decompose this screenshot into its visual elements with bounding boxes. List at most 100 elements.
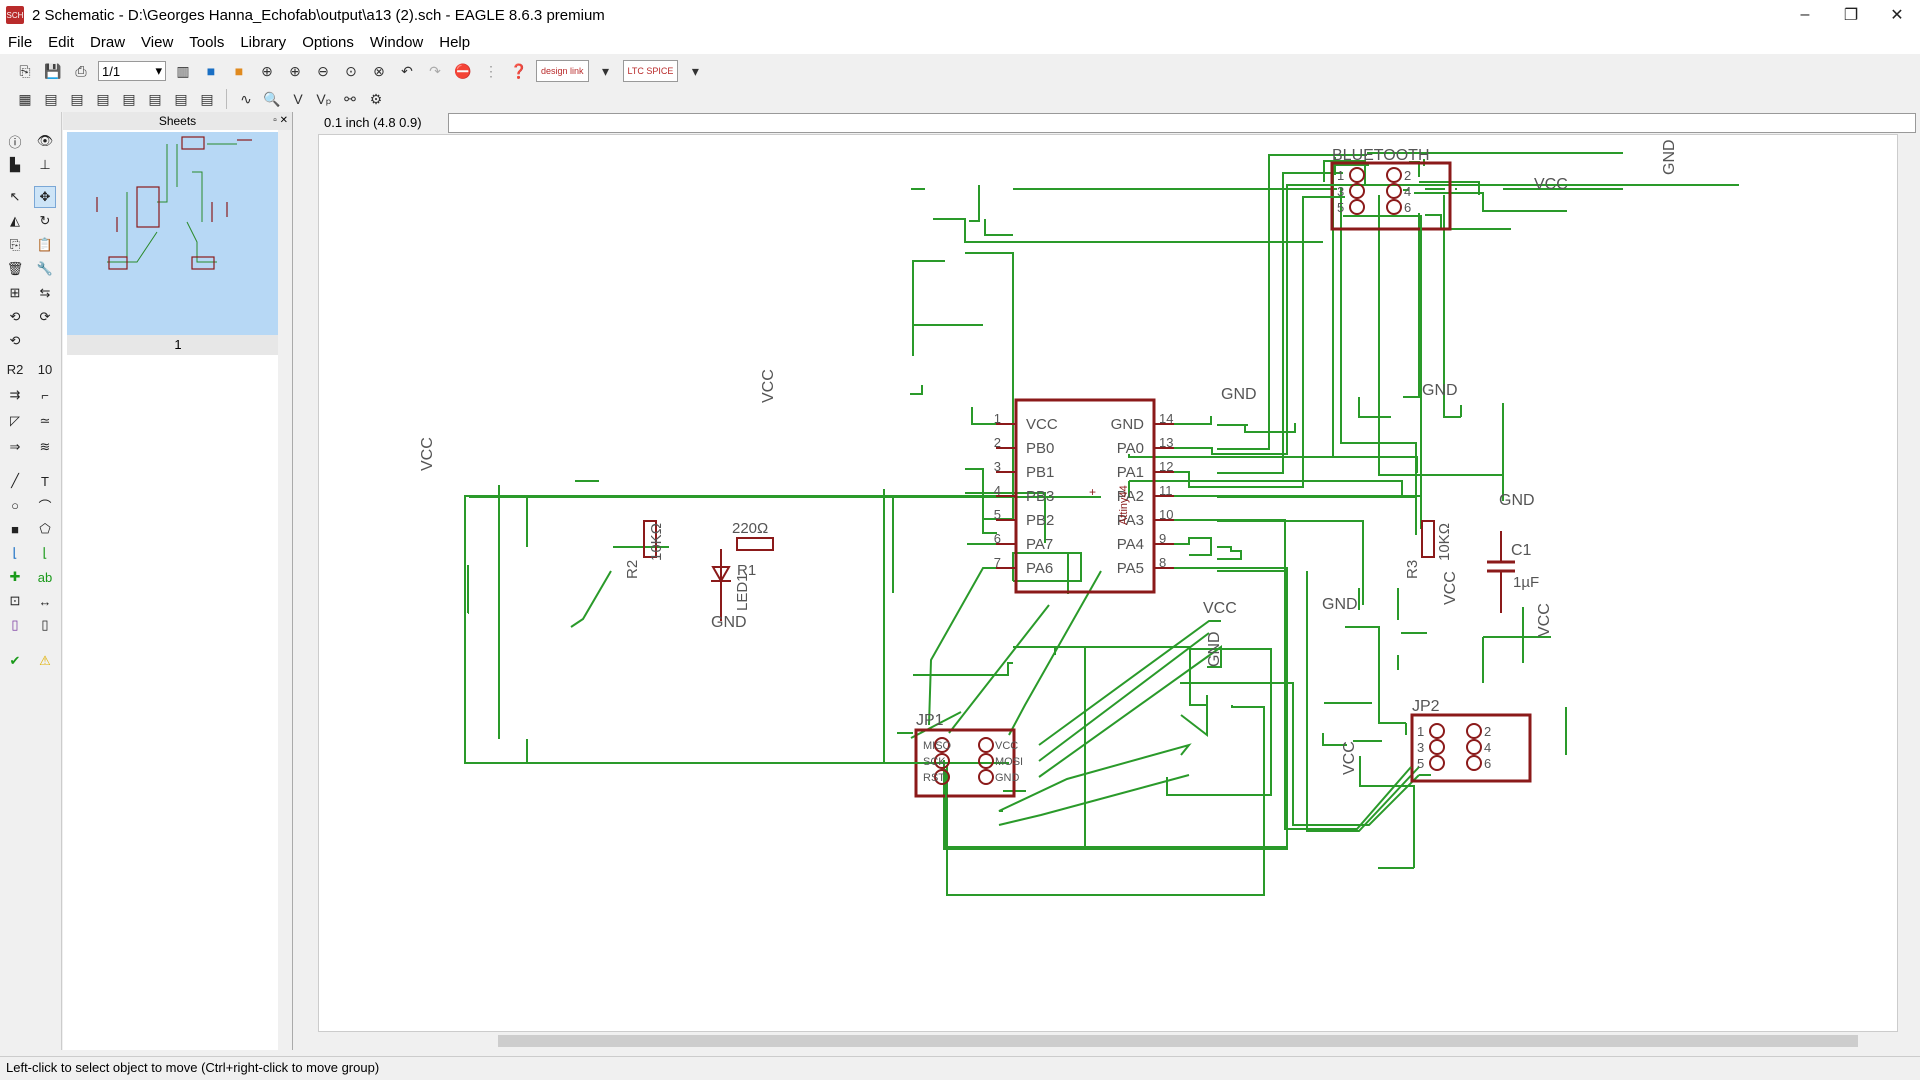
paste-icon[interactable]: 📋: [36, 237, 54, 252]
layer-icon-3[interactable]: ▤: [96, 90, 110, 107]
smash-icon[interactable]: ⇉: [9, 387, 21, 402]
info-icon[interactable]: ⓘ: [8, 134, 22, 150]
go-icon[interactable]: ⋮: [484, 62, 498, 79]
show-icon[interactable]: 👁: [36, 133, 54, 148]
zoom-in-icon[interactable]: ⊕: [289, 62, 301, 79]
stop-icon[interactable]: ⛔: [454, 62, 472, 79]
errors-icon[interactable]: ⚠: [39, 653, 51, 668]
help-icon[interactable]: ❓: [510, 62, 528, 79]
chip-pin-label: PA4: [1117, 536, 1144, 553]
menu-library[interactable]: Library: [240, 33, 287, 51]
mirror-icon[interactable]: ◭: [10, 213, 20, 228]
copy-icon[interactable]: ⎘: [9, 237, 21, 252]
junction-icon[interactable]: ✚: [9, 569, 21, 584]
pin-swap-icon[interactable]: ⟳: [39, 309, 51, 324]
bus-draw-icon[interactable]: ⌊: [12, 545, 18, 560]
settings-icon[interactable]: ⚙: [369, 90, 383, 107]
undo-icon[interactable]: ↶: [401, 62, 413, 79]
arc-icon[interactable]: ⌒: [38, 498, 52, 514]
ltspice-dropdown-icon[interactable]: ▾: [691, 62, 699, 79]
zoom-redraw-icon[interactable]: ⊙: [345, 62, 357, 79]
attribute-icon[interactable]: ⊡: [9, 593, 21, 608]
gate-swap-icon[interactable]: ⟲: [9, 309, 21, 324]
rect-icon[interactable]: ■: [11, 521, 19, 537]
circle-icon[interactable]: ○: [11, 497, 19, 513]
frame-icon[interactable]: ▯: [11, 617, 19, 632]
add-icon[interactable]: ⊞: [9, 285, 21, 300]
cam-icon[interactable]: ▥: [176, 62, 190, 79]
panel-pin-icon[interactable]: ▫ ✕: [273, 115, 288, 126]
ulp-icon[interactable]: ■: [234, 63, 244, 79]
menu-edit[interactable]: Edit: [48, 33, 75, 51]
name-icon[interactable]: R2: [6, 361, 24, 377]
sheet-number[interactable]: 1: [67, 335, 289, 355]
layer-icon-5[interactable]: ▤: [148, 90, 162, 107]
layer-icon-6[interactable]: ▤: [174, 90, 188, 107]
menu-window[interactable]: Window: [369, 33, 424, 51]
board-switch-icon[interactable]: ■: [206, 63, 216, 79]
layer-icon-1[interactable]: ▤: [44, 90, 58, 107]
layer-icon-4[interactable]: ▤: [122, 90, 136, 107]
layer-icon-7[interactable]: ▤: [200, 90, 214, 107]
value-icon[interactable]: V: [293, 91, 303, 107]
display-icon[interactable]: ▙: [10, 157, 20, 172]
zoom-select-icon[interactable]: ⊗: [373, 62, 385, 79]
optimize-icon[interactable]: ≃: [39, 413, 51, 428]
delete-icon[interactable]: 🗑: [6, 261, 24, 276]
dimension-icon[interactable]: ↔: [38, 593, 52, 609]
line-icon[interactable]: ╱: [11, 473, 19, 488]
value-param-icon[interactable]: Vₚ: [316, 90, 332, 107]
minimize-button[interactable]: –: [1800, 6, 1810, 23]
save-icon[interactable]: 💾: [44, 62, 62, 79]
move-icon[interactable]: ✥: [34, 186, 56, 208]
sheet-thumbnail[interactable]: [67, 132, 289, 335]
zoom-fit-icon[interactable]: ⊕: [261, 62, 273, 79]
search-icon[interactable]: 🔍: [263, 90, 281, 107]
designlink-dropdown-icon[interactable]: ▾: [602, 62, 610, 79]
polygon-icon[interactable]: ⬠: [39, 521, 51, 536]
net-icon[interactable]: ⚯: [344, 90, 356, 107]
menu-options[interactable]: Options: [302, 33, 354, 51]
rotate-icon[interactable]: ↻: [39, 213, 51, 228]
change-icon[interactable]: 🔧: [36, 261, 54, 276]
grid-icon[interactable]: ▦: [18, 90, 32, 107]
mark-icon[interactable]: ⊥: [39, 157, 51, 172]
menu-view[interactable]: View: [141, 33, 174, 51]
zoom-out-icon[interactable]: ⊖: [317, 62, 329, 79]
chip-pin-number: 2: [994, 435, 1001, 450]
menu-file[interactable]: File: [8, 33, 33, 51]
print-icon[interactable]: ⎙: [75, 62, 87, 79]
replace-icon[interactable]: ⇆: [39, 285, 51, 300]
net-draw-icon[interactable]: ⌊: [42, 545, 48, 560]
sheets-scrollbar[interactable]: [278, 130, 292, 1050]
restore-button[interactable]: ❐: [1843, 7, 1859, 24]
hscroll-thumb[interactable]: [498, 1035, 1858, 1047]
module-icon[interactable]: ▯: [41, 617, 49, 632]
split-icon[interactable]: ◸: [10, 413, 20, 428]
layer-icon-2[interactable]: ▤: [70, 90, 84, 107]
close-button[interactable]: ✕: [1890, 7, 1904, 24]
redo-icon[interactable]: ↷: [429, 62, 441, 79]
designlink-button[interactable]: design link: [536, 60, 589, 82]
label-icon[interactable]: ab: [37, 569, 53, 585]
ltspice-button[interactable]: LTC SPICE: [622, 60, 679, 82]
miter-icon[interactable]: ⌐: [41, 387, 49, 403]
sheet-select[interactable]: 1/1▾: [98, 61, 166, 81]
bus-icon[interactable]: ≋: [39, 439, 51, 454]
select-icon[interactable]: ↖: [9, 189, 21, 204]
invoke-icon[interactable]: ⟲: [9, 333, 21, 348]
route-icon[interactable]: ⇒: [9, 439, 21, 454]
open-icon[interactable]: ⎘: [19, 62, 31, 79]
horizontal-scrollbar[interactable]: [318, 1032, 1898, 1050]
vertical-scrollbar[interactable]: [1898, 134, 1920, 1032]
wire-style-icon[interactable]: ∿: [240, 90, 252, 107]
menu-draw[interactable]: Draw: [90, 33, 126, 51]
value-tool-icon[interactable]: 10: [37, 361, 53, 377]
menu-help[interactable]: Help: [439, 33, 471, 51]
erc-icon[interactable]: ✔: [9, 653, 21, 668]
command-input[interactable]: [448, 113, 1916, 133]
text-icon[interactable]: T: [41, 473, 49, 489]
menu-tools[interactable]: Tools: [189, 33, 225, 51]
jp2-body[interactable]: [1410, 713, 1532, 783]
